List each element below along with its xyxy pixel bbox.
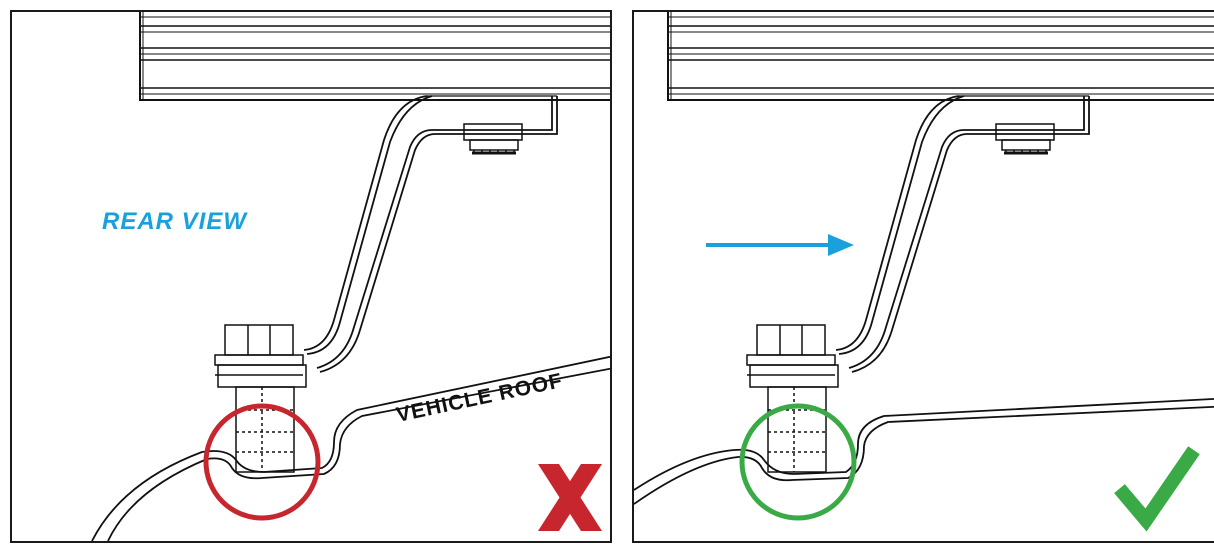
correct-mount-panel (632, 10, 1214, 543)
rear-view-label: REAR VIEW (102, 208, 248, 235)
vehicle-roof-profile (634, 398, 1214, 505)
incorrect-mount-drawing: VEHICLE ROOF (91, 12, 610, 541)
bolt-assembly (214, 324, 307, 473)
crossbar-rail (667, 12, 1214, 101)
red-x-icon (538, 464, 602, 531)
problem-highlight-circle (203, 403, 321, 521)
bolt-assembly (746, 324, 839, 473)
vehicle-roof-label: VEHICLE ROOF (394, 369, 565, 427)
mounting-bracket (835, 95, 1090, 373)
blue-arrow-right-icon (706, 234, 854, 256)
rail-nut (995, 123, 1055, 155)
mounting-bracket (303, 95, 558, 373)
incorrect-mount-panel: VEHICLE ROOF REAR VIEW (10, 10, 612, 543)
crossbar-rail (139, 12, 610, 101)
green-checkmark-icon (1114, 446, 1200, 532)
vehicle-roof-profile (91, 355, 610, 541)
correct-highlight-circle (739, 403, 857, 521)
rail-nut (463, 123, 523, 155)
correct-mount-drawing (634, 12, 1214, 532)
